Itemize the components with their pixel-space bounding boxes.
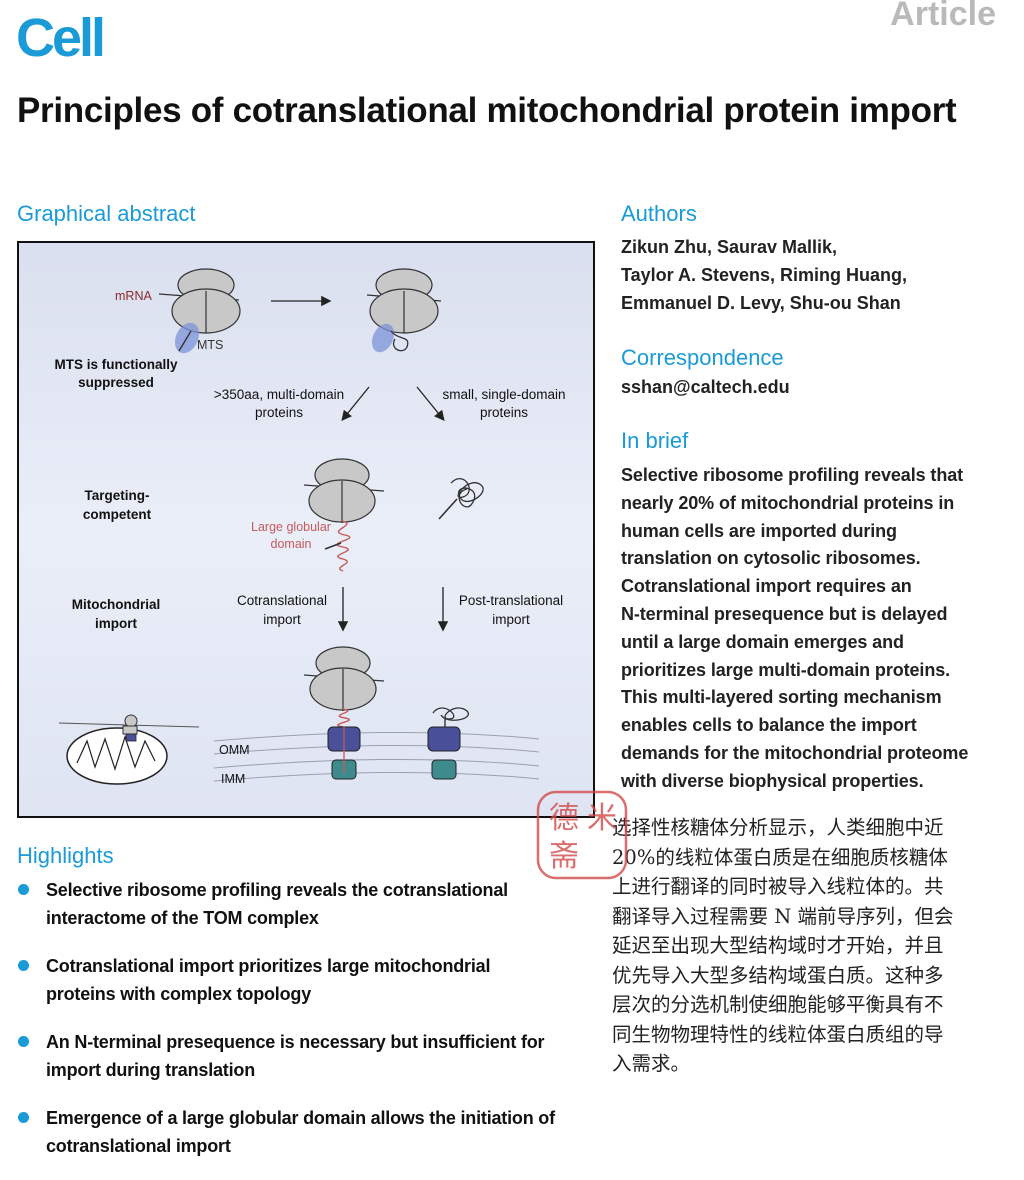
branch-right-label-1: small, single-domain: [442, 387, 565, 402]
globular-domain-label-1: Large globular: [251, 520, 331, 534]
in-brief-line: N-terminal presequence but is delayed: [621, 603, 948, 624]
posttranslational-label-1: Post-translational: [459, 593, 563, 608]
row-label-targeting-1: Targeting-: [85, 488, 150, 503]
row-label-import-2: import: [95, 616, 138, 631]
ribosome-targeting-competent: [303, 458, 385, 572]
ribosome-cotranslational-import: [303, 646, 385, 728]
folded-small-protein-icon: [438, 478, 484, 520]
authors-heading: Authors: [621, 201, 697, 226]
row-label-import-1: Mitochondrial: [72, 597, 161, 612]
highlight-item: Selective ribosome profiling reveals the…: [17, 876, 607, 932]
seal-char: 斋: [549, 840, 579, 873]
row-label-mts-suppressed-2: suppressed: [78, 375, 154, 390]
in-brief-line: prioritizes large multi-domain proteins.: [621, 659, 951, 680]
correspondence-heading: Correspondence: [621, 345, 784, 370]
chinese-translation: 选择性核糖体分析显示，人类细胞中近 20%的线粒体蛋白质是在细胞质核糖体 上进行…: [612, 813, 1020, 1079]
bullet-icon: [18, 1036, 29, 1047]
graphical-abstract-heading: Graphical abstract: [17, 201, 196, 226]
in-brief-line: enables cells to balance the import: [621, 715, 917, 736]
highlight-line: interactome of the TOM complex: [46, 908, 319, 928]
bullet-icon: [18, 960, 29, 971]
branch-left-label-2: proteins: [255, 405, 303, 420]
in-brief-line: human cells are imported during: [621, 520, 897, 541]
in-brief-line: demands for the mitochondrial proteome: [621, 742, 969, 763]
translation-line: 上进行翻译的同时被导入线粒体的。共: [612, 875, 944, 898]
branch-right-label-2: proteins: [480, 405, 528, 420]
diagram-background: [19, 243, 593, 816]
graphical-abstract-diagram: mRNA MTS MTS is functionally suppressed …: [19, 243, 593, 816]
highlight-line: Emergence of a large globular domain all…: [46, 1108, 555, 1128]
in-brief-line: nearly 20% of mitochondrial proteins in: [621, 492, 955, 513]
highlights-heading: Highlights: [17, 843, 114, 868]
cotranslational-label-2: import: [263, 612, 301, 627]
highlight-item: An N-terminal presequence is necessary b…: [17, 1028, 607, 1084]
in-brief-line: until a large domain emerges and: [621, 631, 904, 652]
translation-line: 同生物物理特性的线粒体蛋白质组的导: [612, 1022, 944, 1046]
highlight-item: Emergence of a large globular domain all…: [17, 1104, 607, 1160]
globular-domain-label-2: domain: [271, 537, 312, 551]
mts-label: MTS: [197, 338, 223, 352]
article-title: Principles of cotranslational mitochondr…: [17, 91, 957, 130]
outer-mitochondrial-membrane: [213, 731, 540, 755]
translation-line: 优先导入大型多结构域蛋白质。这种多: [612, 963, 944, 987]
arrow-branch-left: [341, 386, 370, 422]
in-brief-line: Cotranslational import requires an: [621, 576, 912, 597]
tom-complex-right: [427, 726, 461, 752]
in-brief-line: with diverse biophysical properties.: [621, 770, 924, 791]
globular-domain-chain: [336, 520, 351, 572]
translation-line: 延迟至出现大型结构域时才开始，并且: [612, 934, 944, 957]
branch-left-label-1: >350aa, multi-domain: [214, 387, 344, 402]
highlight-line: proteins with complex topology: [46, 984, 312, 1004]
posttranslational-label-2: import: [492, 612, 530, 627]
cotranslational-label-1: Cotranslational: [237, 593, 327, 608]
highlight-line: cotranslational import: [46, 1136, 231, 1156]
translation-line: 翻译导入过程需要 N 端前导序列，但会: [612, 904, 954, 928]
bullet-icon: [18, 1112, 29, 1123]
translation-line: 20%的线粒体蛋白质是在细胞质核糖体: [612, 845, 948, 869]
article-type-label: Article: [890, 0, 996, 33]
translation-line: 层次的分选机制使细胞能够平衡具有不: [612, 993, 944, 1016]
author-line: Taylor A. Stevens, Riming Huang,: [621, 265, 908, 285]
row-label-mts-suppressed-1: MTS is functionally: [54, 357, 178, 372]
mts-blob-icon: [371, 323, 395, 353]
bullet-icon: [18, 884, 29, 895]
highlights-list: Selective ribosome profiling reveals the…: [17, 876, 607, 1180]
ribosome-left-top: [158, 268, 241, 354]
omm-label: OMM: [219, 743, 250, 757]
author-line: Emmanuel D. Levy, Shu-ou Shan: [621, 293, 901, 313]
translation-line: 选择性核糖体分析显示，人类细胞中近: [612, 816, 944, 839]
mitochondrion-icon: [58, 714, 200, 785]
in-brief-heading: In brief: [621, 428, 689, 453]
translation-line: 入需求。: [612, 1052, 691, 1075]
inner-mitochondrial-membrane: [213, 758, 540, 782]
seal-char: 德: [549, 802, 579, 835]
red-seal-stamp: 米 德 斋: [536, 790, 628, 880]
authors-list: Zikun Zhu, Saurav Mallik, Taylor A. Stev…: [621, 233, 1011, 317]
journal-logo: Cell: [16, 8, 106, 68]
ribosome-right-top: [366, 268, 442, 353]
imm-label: IMM: [221, 772, 245, 786]
author-line: Zikun Zhu, Saurav Mallik,: [621, 237, 838, 257]
row-label-targeting-2: competent: [83, 507, 152, 522]
mrna-label: mRNA: [115, 289, 152, 303]
in-brief-text: Selective ribosome profiling reveals tha…: [621, 462, 1013, 796]
in-brief-line: translation on cytosolic ribosomes.: [621, 548, 921, 569]
highlight-line: An N-terminal presequence is necessary b…: [46, 1032, 545, 1052]
seal-char: 米: [587, 802, 617, 835]
graphical-abstract-figure: mRNA MTS MTS is functionally suppressed …: [17, 241, 595, 818]
highlight-line: Cotranslational import prioritizes large…: [46, 956, 491, 976]
highlight-line: import during translation: [46, 1060, 255, 1080]
arrow-branch-right: [416, 386, 445, 422]
highlight-item: Cotranslational import prioritizes large…: [17, 952, 607, 1008]
in-brief-line: This multi-layered sorting mechanism: [621, 687, 942, 708]
highlight-line: Selective ribosome profiling reveals the…: [46, 880, 508, 900]
tim-complex-right: [431, 759, 457, 780]
in-brief-line: Selective ribosome profiling reveals tha…: [621, 465, 964, 485]
correspondence-email[interactable]: sshan@caltech.edu: [621, 377, 790, 397]
